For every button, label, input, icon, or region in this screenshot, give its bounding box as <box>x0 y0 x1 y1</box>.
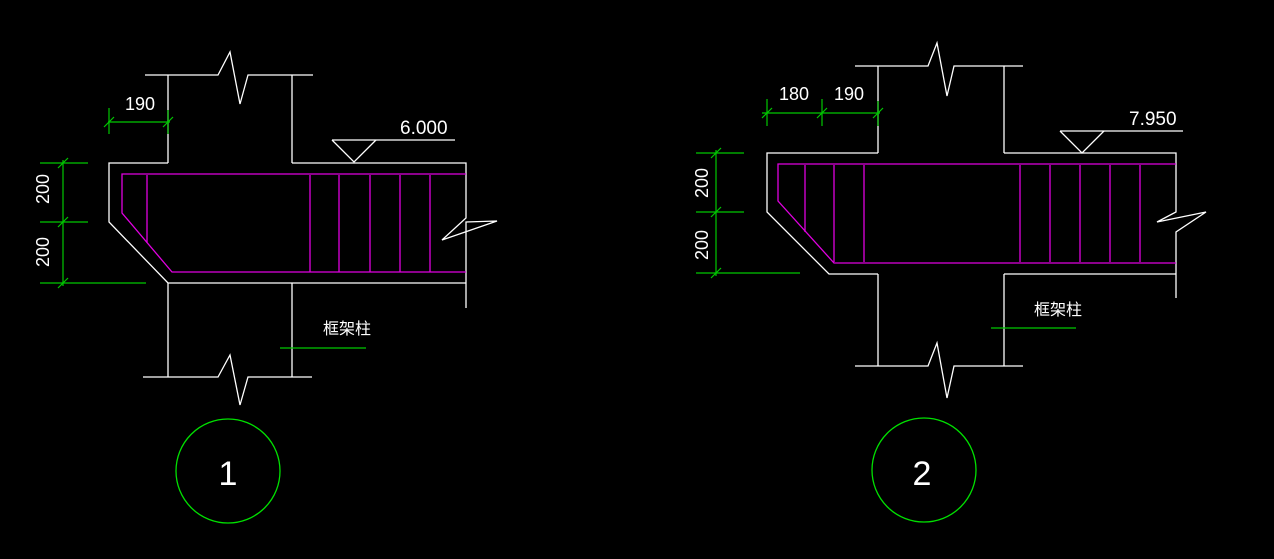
detail-2: 180 190 200 200 7.950 框架柱 2 <box>692 40 1207 523</box>
dim-top-180: 180 <box>779 84 809 104</box>
column-label: 框架柱 <box>323 319 371 338</box>
column-outline <box>855 40 1023 399</box>
column-outline <box>143 50 313 406</box>
elevation-value: 6.000 <box>400 118 448 139</box>
dim-left-lower: 200 <box>33 237 53 267</box>
dim-left-upper: 200 <box>692 168 712 198</box>
dimension-lines <box>696 99 1076 329</box>
beam-outline <box>108 162 498 308</box>
elevation-marker-icon <box>1059 130 1183 154</box>
rebar <box>777 163 1176 264</box>
elevation-marker-icon <box>331 139 455 163</box>
dim-left-lower: 200 <box>692 230 712 260</box>
dimension-lines <box>40 108 366 349</box>
dim-left-upper: 200 <box>33 174 53 204</box>
detail-number: 2 <box>913 455 932 493</box>
dim-top-190: 190 <box>834 84 864 104</box>
rebar <box>121 173 466 273</box>
detail-number: 1 <box>219 455 238 493</box>
detail-marker-circle <box>175 418 281 524</box>
dim-top-190: 190 <box>125 94 155 114</box>
elevation-value: 7.950 <box>1129 109 1177 130</box>
column-label: 框架柱 <box>1034 300 1082 319</box>
detail-marker-circle <box>871 417 977 523</box>
beam-outline <box>766 152 1207 298</box>
detail-1: 190 200 200 6.000 框架柱 1 <box>33 50 498 524</box>
